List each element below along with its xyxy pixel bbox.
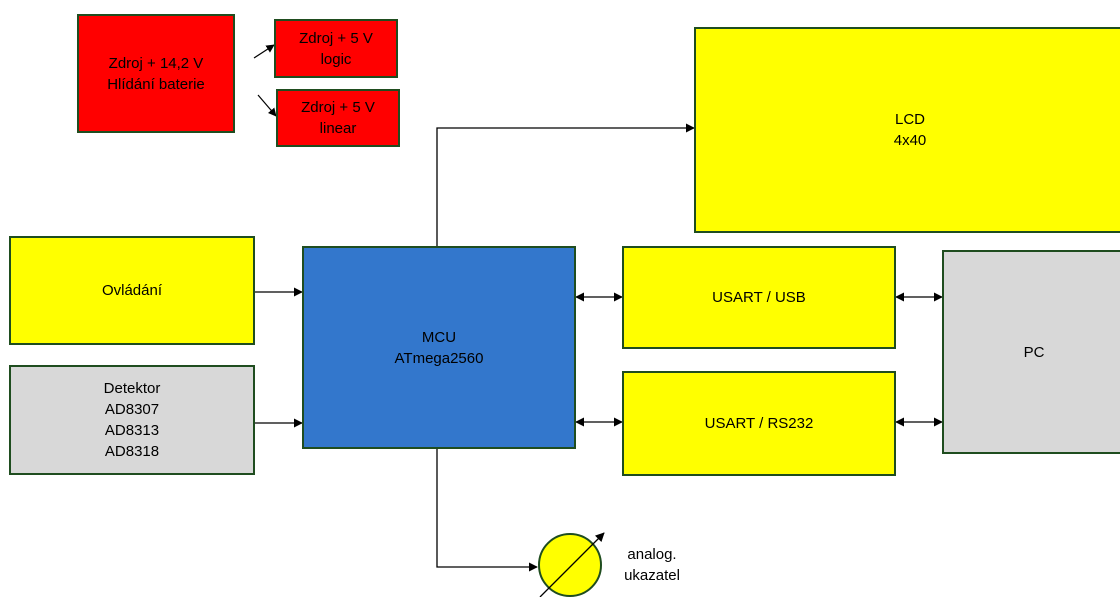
supply-logic-label-2: logic <box>320 50 352 68</box>
lcd-block: LCD 4x40 <box>694 27 1120 233</box>
meter-label: analog. ukazatel <box>612 544 692 586</box>
supply-logic-arrow <box>253 44 275 59</box>
pc-block: PC <box>942 250 1120 454</box>
usart-rs232-label: USART / RS232 <box>704 415 814 432</box>
pc-label: PC <box>1023 343 1045 361</box>
mcu-block: MCU ATmega2560 <box>302 246 576 449</box>
usart-usb-block: USART / USB <box>622 246 896 349</box>
supply-linear-arrow <box>257 94 277 117</box>
supply-linear-block: Zdroj + 5 V linear <box>276 89 400 147</box>
controls-label: Ovládání <box>101 282 163 299</box>
controls-block: Ovládání <box>9 236 255 345</box>
mcu-label-2: ATmega2560 <box>394 349 484 367</box>
lcd-label-1: LCD <box>894 111 925 128</box>
detector-label-3: AD8313 <box>104 422 160 439</box>
supply-logic-block: Zdroj + 5 V logic <box>274 19 398 78</box>
supply-main-label-2: Hlídání baterie <box>107 75 205 93</box>
detector-label-4: AD8318 <box>104 443 160 460</box>
usart-usb-label: USART / USB <box>712 289 806 306</box>
supply-linear-label-2: linear <box>319 120 357 137</box>
mcu-label-1: MCU <box>421 328 457 346</box>
meter-label-2: ukazatel <box>624 567 680 584</box>
mcu-to-meter-wire <box>436 448 538 572</box>
lcd-label-2: 4x40 <box>893 132 927 149</box>
supply-main-label-1: Zdroj + 14,2 V <box>108 54 204 72</box>
detector-block: Detektor AD8307 AD8313 AD8318 <box>9 365 255 475</box>
analog-meter-icon <box>538 532 605 597</box>
supply-logic-label-1: Zdroj + 5 V <box>299 29 373 47</box>
mcu-to-lcd-wire <box>436 123 695 246</box>
detector-label-2: AD8307 <box>104 401 160 418</box>
supply-linear-label-1: Zdroj + 5 V <box>301 99 375 116</box>
meter-label-1: analog. <box>627 546 677 563</box>
usart-rs232-block: USART / RS232 <box>622 371 896 476</box>
detector-label-1: Detektor <box>103 380 161 397</box>
supply-main-block: Zdroj + 14,2 V Hlídání baterie <box>77 14 235 133</box>
